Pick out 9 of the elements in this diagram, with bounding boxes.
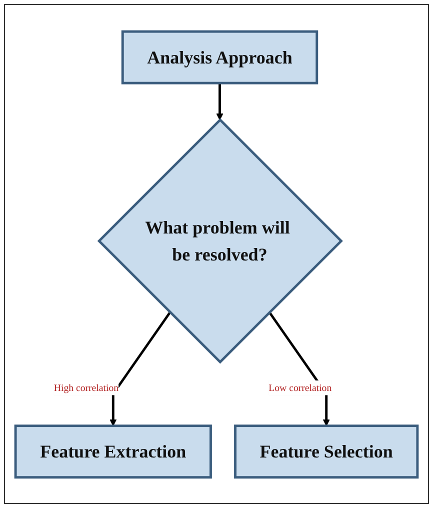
arrow bbox=[110, 311, 172, 426]
arrow bbox=[216, 82, 224, 120]
edge-label: High correlation bbox=[54, 382, 119, 394]
node-box: Feature Selection bbox=[234, 424, 419, 478]
node-box: Analysis Approach bbox=[121, 30, 318, 84]
node-diamond: What problem will be resolved? bbox=[97, 118, 343, 364]
arrow bbox=[268, 311, 330, 426]
edge-label: Low correlation bbox=[268, 382, 332, 394]
node-box: Feature Extraction bbox=[14, 424, 212, 478]
